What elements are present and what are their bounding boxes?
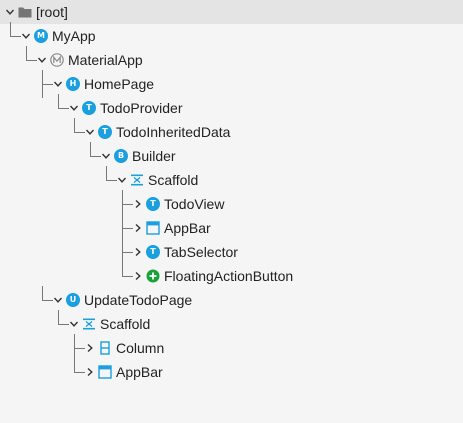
- tree-guide-line: [106, 180, 117, 181]
- tree-guide-line: [42, 300, 53, 301]
- tree-guide-line: [122, 276, 133, 277]
- tree-row[interactable]: FloatingActionButton: [0, 264, 463, 288]
- chevron-down-icon[interactable]: [50, 292, 66, 308]
- tree-guide-line: [90, 156, 101, 157]
- tree-row[interactable]: M MyApp: [0, 24, 463, 48]
- widget-t-icon: T: [146, 245, 160, 259]
- tree-row[interactable]: T TodoInheritedData: [0, 120, 463, 144]
- tree-guide-line: [42, 84, 53, 85]
- tree-guide-line: [122, 252, 133, 253]
- tree-guide-line: [74, 118, 75, 132]
- tree-row-label: TodoInheritedData: [116, 124, 231, 140]
- tree-row[interactable]: T TodoView: [0, 192, 463, 216]
- tree-row-label: [root]: [36, 4, 68, 20]
- tree-guide-line: [58, 310, 59, 324]
- tree-row-label: UpdateTodoPage: [84, 292, 193, 308]
- material-app-icon: [50, 53, 64, 67]
- tree-row-label: TodoProvider: [100, 100, 183, 116]
- widget-t-icon: T: [98, 125, 112, 139]
- tree-row[interactable]: B Builder: [0, 144, 463, 168]
- tree-row[interactable]: Scaffold: [0, 168, 463, 192]
- chevron-down-icon[interactable]: [66, 100, 82, 116]
- widget-b-icon: B: [114, 149, 128, 163]
- tree-row-label: TabSelector: [164, 244, 238, 260]
- chevron-right-icon[interactable]: [130, 196, 146, 212]
- tree-row[interactable]: AppBar: [0, 216, 463, 240]
- tree-row[interactable]: T TabSelector: [0, 240, 463, 264]
- tree-row-label: AppBar: [116, 364, 163, 380]
- chevron-right-icon[interactable]: [130, 244, 146, 260]
- tree-guide-line: [58, 324, 69, 325]
- tree-guide-line: [106, 166, 107, 180]
- tree-row-label: Scaffold: [100, 316, 151, 332]
- chevron-down-icon[interactable]: [34, 52, 50, 68]
- widget-t-icon: T: [82, 101, 96, 115]
- tree-row-label: MaterialApp: [68, 52, 143, 68]
- chevron-down-icon[interactable]: [18, 28, 34, 44]
- tree-guide-line: [10, 36, 21, 37]
- tree-row[interactable]: Column: [0, 336, 463, 360]
- tree-row[interactable]: H HomePage: [0, 72, 463, 96]
- widget-h-icon: H: [66, 77, 80, 91]
- tree-guide-line: [122, 262, 123, 276]
- chevron-right-icon[interactable]: [82, 364, 98, 380]
- add-circle-icon: [146, 269, 160, 283]
- tree-guide-line: [74, 132, 85, 133]
- tree-row[interactable]: T TodoProvider: [0, 96, 463, 120]
- tree-guide-line: [74, 348, 85, 349]
- chevron-right-icon[interactable]: [130, 268, 146, 284]
- tree-row-label: MyApp: [52, 28, 96, 44]
- tree-guide-line: [42, 286, 43, 300]
- tree-row[interactable]: AppBar: [0, 360, 463, 384]
- chevron-down-icon[interactable]: [98, 148, 114, 164]
- tree-guide-line: [58, 94, 59, 108]
- chevron-down-icon[interactable]: [66, 316, 82, 332]
- tree-row-label: FloatingActionButton: [164, 268, 294, 284]
- chevron-right-icon[interactable]: [130, 220, 146, 236]
- tree-guide-line: [74, 372, 85, 373]
- tree-row-label: Scaffold: [148, 172, 199, 188]
- folder-icon: [18, 5, 32, 19]
- column-icon: [98, 341, 112, 355]
- chevron-right-icon[interactable]: [82, 340, 98, 356]
- tree-guide-line: [26, 60, 37, 61]
- tree-row[interactable]: Scaffold: [0, 312, 463, 336]
- tree-guide-line: [26, 46, 27, 60]
- tree-row-label: Builder: [132, 148, 176, 164]
- tree-guide-line: [10, 22, 11, 36]
- tree-guide-line: [90, 142, 91, 156]
- chevron-down-icon[interactable]: [2, 4, 18, 20]
- tree-row-label: AppBar: [164, 220, 211, 236]
- widget-m-icon: M: [34, 29, 48, 43]
- tree-row-label: TodoView: [164, 196, 225, 212]
- tree-guide-line: [122, 204, 133, 205]
- appbar-icon: [146, 221, 160, 235]
- tree-row-label: Column: [116, 340, 165, 356]
- tree-row[interactable]: U UpdateTodoPage: [0, 288, 463, 312]
- widget-t-icon: T: [146, 197, 160, 211]
- tree-row-label: HomePage: [84, 76, 155, 92]
- chevron-down-icon[interactable]: [114, 172, 130, 188]
- chevron-down-icon[interactable]: [50, 76, 66, 92]
- tree-row[interactable]: [root]: [0, 0, 463, 24]
- tree-guide-line: [122, 228, 133, 229]
- widget-u-icon: U: [66, 293, 80, 307]
- tree-guide-line: [74, 358, 75, 372]
- chevron-down-icon[interactable]: [82, 124, 98, 140]
- appbar-icon: [98, 365, 112, 379]
- scaffold-icon: [130, 173, 144, 187]
- tree-guide-line: [58, 108, 69, 109]
- tree-row[interactable]: MaterialApp: [0, 48, 463, 72]
- scaffold-icon: [82, 317, 96, 331]
